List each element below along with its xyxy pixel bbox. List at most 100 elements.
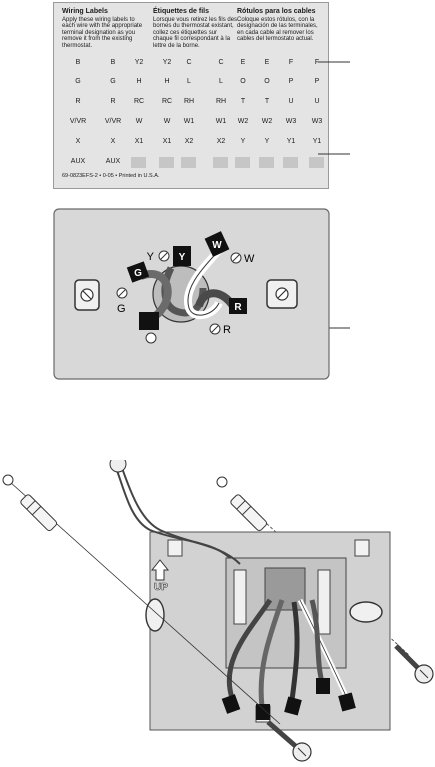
wire-label: W3 — [311, 118, 323, 125]
label-sheet-french-title: Étiquettes de fils — [153, 8, 210, 15]
wire-label: T — [240, 98, 246, 105]
drill-hole-marker — [216, 476, 228, 488]
terminal-r: R — [209, 323, 231, 336]
label-sheet-french-line: lettre de la borne. — [153, 42, 200, 49]
wire-tag-r: R — [229, 298, 247, 314]
label-sheet-spanish-line: en cada cable al remover los — [237, 29, 314, 36]
terminal-label: W — [244, 253, 255, 265]
blank-label-slot — [131, 157, 146, 168]
wire-opening — [264, 567, 306, 611]
wire-label: Y2 — [134, 59, 144, 66]
wire-label: W2 — [261, 118, 273, 125]
wire-label: Y1 — [312, 138, 322, 145]
wire-label: H — [164, 78, 170, 85]
wire-label: W3 — [285, 118, 297, 125]
wire-label: X1 — [134, 138, 144, 145]
mounting-slot-right — [349, 601, 383, 623]
wire-tag — [221, 694, 241, 714]
wire-label: X2 — [184, 138, 194, 145]
label-sheet-english-line: thermostat. — [62, 42, 93, 49]
terminal-w: W — [230, 252, 255, 265]
wire-tag-label: W — [212, 240, 222, 251]
wire-2 — [258, 599, 285, 707]
wire-label: W1 — [215, 118, 227, 125]
wire-label: H — [136, 78, 142, 85]
blank-label-slot — [283, 157, 298, 168]
drill-hole-marker — [2, 474, 14, 486]
wire-label: Y — [264, 138, 270, 145]
wire-label: L — [219, 78, 223, 85]
wire-label: F — [314, 59, 320, 66]
mounting-diagram: UP — [2, 460, 434, 762]
blank-label-slot — [159, 157, 174, 168]
screw-head-icon — [145, 332, 157, 344]
label-sheet-english-line: each wire with the appropriate — [62, 23, 143, 30]
wire-label: RH — [215, 98, 227, 105]
wire-label: W — [135, 118, 143, 125]
label-sheet-french: Étiquettes de fils Lorsque vous retirez … — [153, 8, 238, 50]
terminal-strip-right — [317, 569, 331, 635]
terminal-y: Y — [147, 250, 170, 263]
plate-tab — [354, 539, 370, 557]
wire-label: B — [110, 59, 116, 66]
wire-label: R — [75, 98, 81, 105]
label-sheet-english-line: terminal designation as you — [62, 29, 136, 36]
wire-tag-w: W — [204, 231, 230, 257]
label-sheet-spanish-line: cables del termostato actual. — [237, 36, 314, 43]
wire-3 — [289, 601, 300, 701]
wire-label: U — [314, 98, 320, 105]
blank-label-slot — [235, 157, 250, 168]
wire-label: RC — [161, 98, 173, 105]
plate-tab — [167, 539, 183, 557]
wire-tag-y: Y — [173, 246, 191, 266]
screw-icon — [394, 644, 434, 684]
terminal-label: Y — [147, 251, 155, 263]
blank-label-slot — [213, 157, 228, 168]
label-sheet-french-line: Lorsque vous retirez les fils des — [153, 16, 238, 23]
wire-label: RH — [183, 98, 195, 105]
wire-label: W — [163, 118, 171, 125]
terminal-g: G — [116, 287, 128, 315]
label-sheet-english-title: Wiring Labels — [62, 8, 108, 15]
up-arrow-icon — [150, 559, 170, 581]
wire-label: U — [288, 98, 294, 105]
label-sheet-english: Wiring Labels Apply these wiring labels … — [62, 8, 143, 50]
wire-1 — [226, 598, 273, 699]
wall-anchor-right — [230, 494, 268, 532]
label-sheet-spanish-title: Rótulos para los cables — [237, 8, 316, 15]
wire-label: X1 — [162, 138, 172, 145]
wire-label: AUX — [105, 158, 121, 165]
old-thermostat-wallplate: G Y W R Y W G R — [53, 208, 330, 380]
terminal-strip-left — [233, 569, 247, 625]
terminal-label: R — [223, 324, 231, 336]
label-sheet-english-line: remove it from the existing — [62, 36, 133, 43]
up-label: UP — [154, 582, 168, 593]
label-sheet-french-line: collez ces étiquettes sur — [153, 29, 218, 36]
blank-label-slot — [309, 157, 324, 168]
wire-label: P — [314, 78, 320, 85]
wire-tag — [338, 692, 356, 712]
wire-label: V/VR — [69, 118, 87, 125]
wire-label: E — [264, 59, 270, 66]
label-sheet-spanish: Rótulos para los cables Coloque estos ró… — [237, 8, 318, 43]
wire-label: X — [110, 138, 116, 145]
wire-label: Y1 — [286, 138, 296, 145]
wire-tag — [284, 696, 302, 716]
wire-label: X — [75, 138, 81, 145]
wire-label: T — [264, 98, 270, 105]
wire-label: W1 — [183, 118, 195, 125]
wire-label: G — [75, 78, 81, 85]
wire-label: E — [240, 59, 246, 66]
terminal-label: G — [117, 303, 126, 315]
wire-tag-label: G — [134, 268, 142, 279]
wire-tag-label: R — [234, 302, 242, 313]
wire-tag-label: Y — [179, 252, 186, 263]
mounting-slot-left — [145, 598, 165, 632]
cable-end — [109, 460, 127, 473]
screw-icon — [266, 720, 312, 762]
wiring-label-sheet: Wiring Labels Apply these wiring labels … — [53, 2, 329, 189]
wire-tag — [256, 704, 270, 720]
wire-tag-g: G — [126, 261, 150, 283]
label-sheet-english-line: Apply these wiring labels to — [62, 16, 135, 23]
label-sheet-footer: 69-0823EFS-2 • 0-05 • Printed in U.S.A. — [62, 173, 160, 179]
